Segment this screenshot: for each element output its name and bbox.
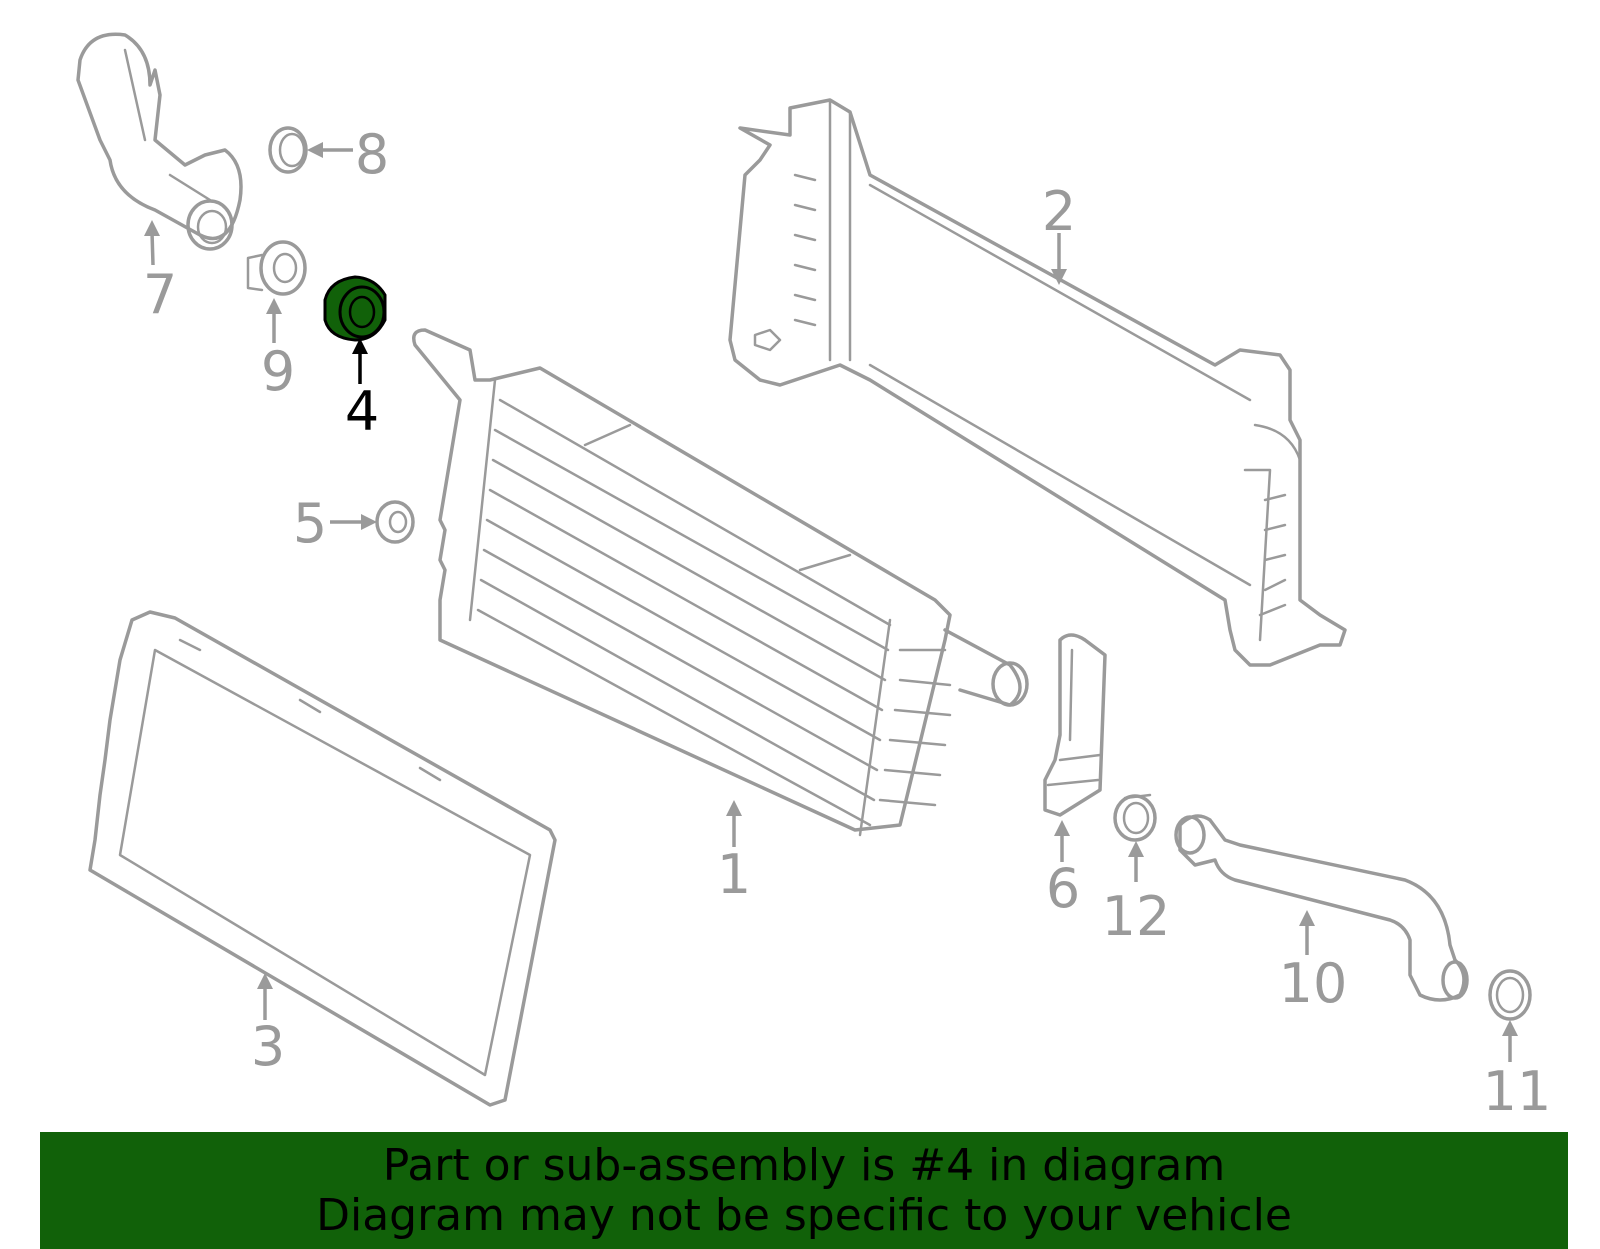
callout-4: 4 bbox=[345, 380, 379, 443]
leader-lines bbox=[144, 142, 1518, 1062]
part-10-lower-hose bbox=[1174, 814, 1469, 1002]
part-3-frame bbox=[88, 610, 557, 1107]
callout-6: 6 bbox=[1046, 857, 1080, 920]
banner-line-1: Part or sub-assembly is #4 in diagram bbox=[382, 1139, 1226, 1191]
callout-1: 1 bbox=[717, 843, 751, 906]
callout-2: 2 bbox=[1042, 180, 1076, 243]
part-2-shroud bbox=[728, 98, 1347, 667]
callout-labels: 1 2 3 4 5 6 7 8 9 10 11 12 bbox=[143, 123, 1552, 1123]
callout-10: 10 bbox=[1279, 952, 1348, 1015]
banner-line-2: Diagram may not be specific to your vehi… bbox=[316, 1189, 1292, 1241]
part-6-bracket bbox=[1043, 633, 1107, 817]
info-banner: Part or sub-assembly is #4 in diagram Di… bbox=[40, 1132, 1568, 1249]
part-9-clamp bbox=[246, 240, 307, 296]
part-11-o-ring bbox=[1488, 969, 1532, 1021]
callout-5: 5 bbox=[293, 492, 327, 555]
part-4-bushing bbox=[323, 275, 387, 342]
part-12-clamp bbox=[1113, 793, 1157, 842]
part-1-radiator bbox=[412, 328, 1029, 837]
part-5-grommet bbox=[375, 500, 415, 544]
callout-9: 9 bbox=[261, 340, 295, 403]
callout-3: 3 bbox=[251, 1015, 285, 1078]
part-8-o-ring bbox=[268, 126, 308, 174]
callout-7: 7 bbox=[143, 263, 177, 326]
part-7-upper-hose bbox=[76, 32, 243, 251]
callout-11: 11 bbox=[1483, 1060, 1552, 1123]
callout-8: 8 bbox=[355, 123, 389, 186]
callout-12: 12 bbox=[1102, 885, 1171, 948]
